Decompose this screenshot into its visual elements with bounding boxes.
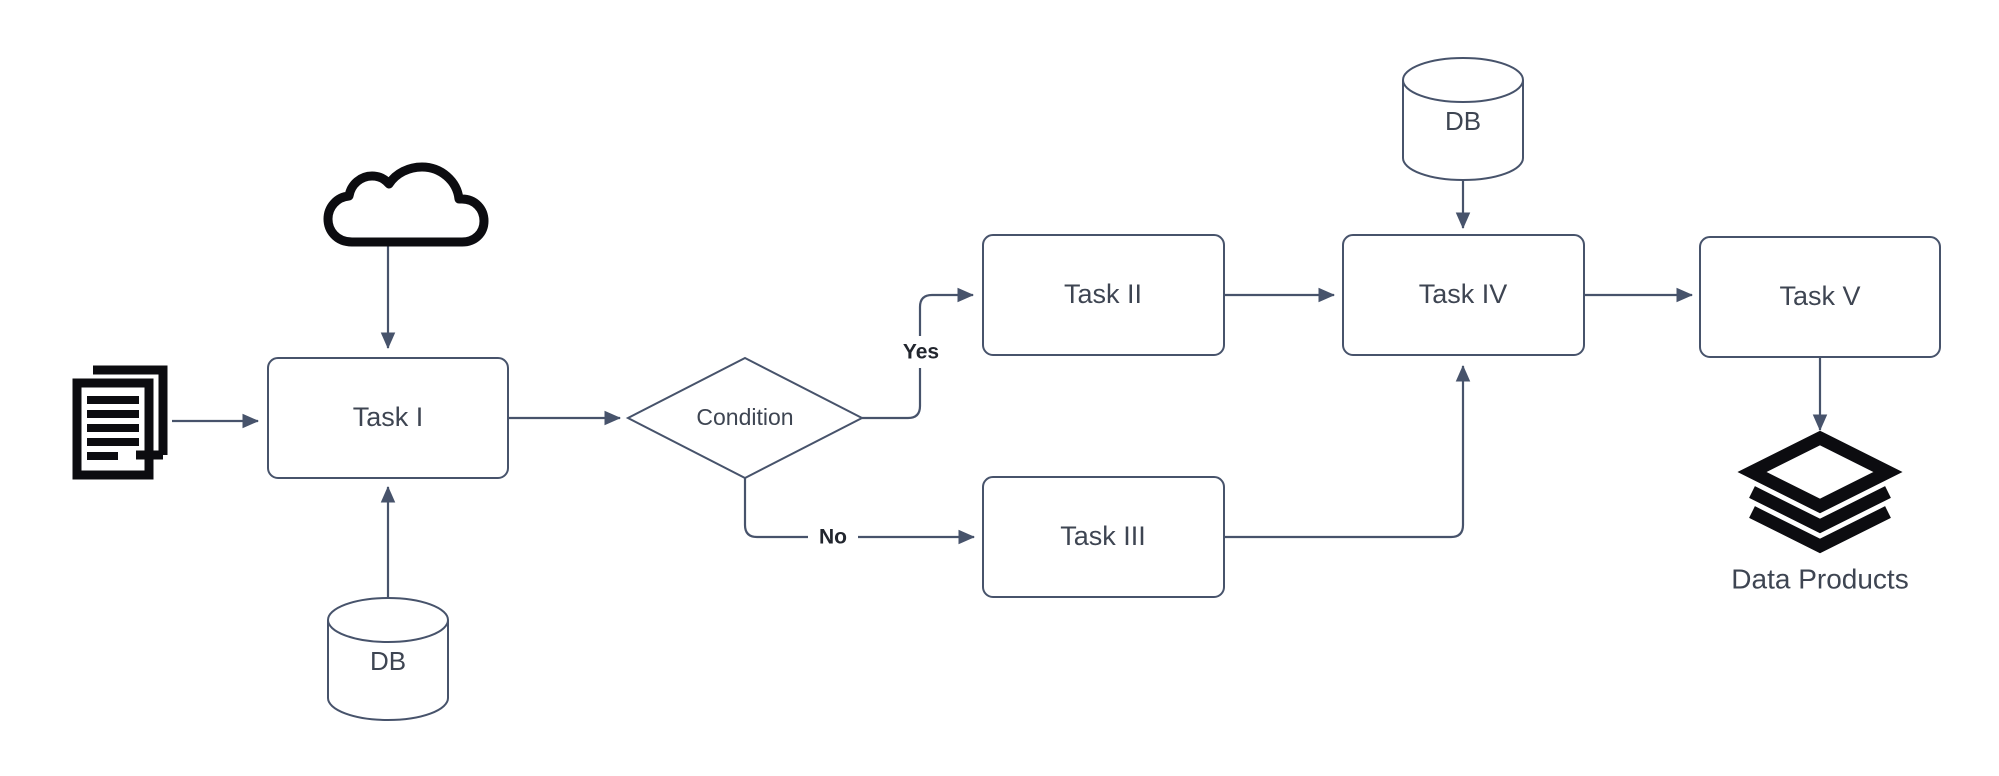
task-5-label: Task V <box>1779 281 1860 311</box>
task-2-label: Task II <box>1064 279 1142 309</box>
database-icon-bottom: DB <box>327 597 449 721</box>
edge-labels-layer: Yes No <box>808 336 952 553</box>
task-4-box[interactable] <box>1342 234 1585 356</box>
data-products-caption: Data Products <box>1731 563 1908 594</box>
condition-diamond[interactable] <box>625 356 865 480</box>
task-1-box[interactable] <box>267 357 509 479</box>
edge-task-3-to-task-4 <box>1224 364 1471 539</box>
node-task-5[interactable]: Task V <box>1699 236 1941 358</box>
yes-label-backing <box>890 336 952 368</box>
node-task-2[interactable]: Task II <box>982 234 1225 356</box>
task-2-box[interactable] <box>982 234 1225 356</box>
edge-condition-to-task-3-no <box>743 478 976 545</box>
db-top-label: DB <box>1445 106 1481 136</box>
database-icon-top: DB <box>1402 57 1524 181</box>
task-1-label: Task I <box>353 402 424 432</box>
documents-icon <box>72 365 168 480</box>
cloud-icon <box>323 162 489 247</box>
task-3-label: Task III <box>1060 521 1146 551</box>
task-4-label: Task IV <box>1419 279 1508 309</box>
layers-stack-icon <box>1737 430 1903 554</box>
node-condition[interactable]: Condition <box>625 356 865 480</box>
edge-label-no: No <box>819 526 847 549</box>
task-3-box[interactable] <box>982 476 1225 598</box>
node-task-1[interactable]: Task I <box>267 357 509 479</box>
no-label-backing <box>808 521 858 553</box>
node-task-3[interactable]: Task III <box>982 476 1225 598</box>
edge-label-yes: Yes <box>903 341 939 364</box>
node-task-4[interactable]: Task IV <box>1342 234 1585 356</box>
condition-label: Condition <box>696 404 793 430</box>
db-bottom-label: DB <box>370 646 406 676</box>
task-5-box[interactable] <box>1699 236 1941 358</box>
